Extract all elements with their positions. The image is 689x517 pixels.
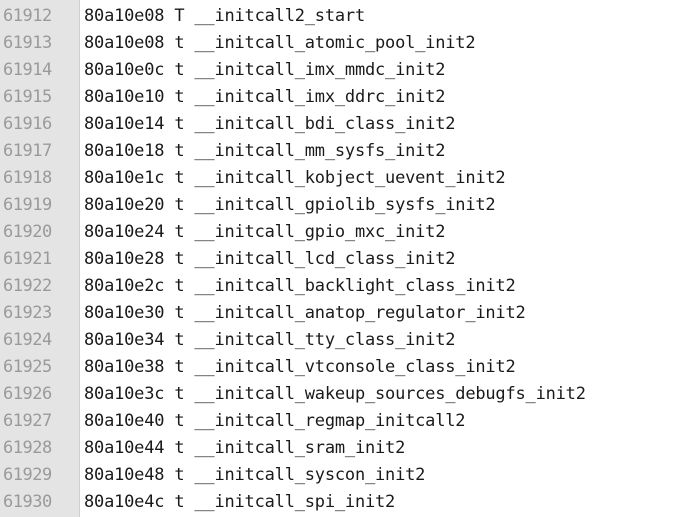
text-line[interactable]: 80a10e20 t __initcall_gpiolib_sysfs_init…	[84, 195, 496, 215]
line-number: 61926	[3, 384, 52, 404]
line-number-gutter: 61912 61913 61914 61915 61916 61917 6191…	[0, 0, 80, 517]
text-line[interactable]: 80a10e3c t __initcall_wakeup_sources_deb…	[84, 384, 586, 404]
line-number: 61927	[3, 411, 52, 431]
text-line[interactable]: 80a10e30 t __initcall_anatop_regulator_i…	[84, 303, 526, 323]
text-line[interactable]: 80a10e18 t __initcall_mm_sysfs_init2	[84, 141, 446, 161]
text-line[interactable]: 80a10e08 T __initcall2_start	[84, 6, 365, 26]
text-line[interactable]: 80a10e0c t __initcall_imx_mmdc_init2	[84, 60, 446, 80]
line-number: 61925	[3, 357, 52, 377]
line-number: 61921	[3, 249, 52, 269]
text-line[interactable]: 80a10e48 t __initcall_syscon_init2	[84, 465, 426, 485]
line-number: 61919	[3, 195, 52, 215]
line-number: 61920	[3, 222, 52, 242]
line-number: 61915	[3, 87, 52, 107]
text-content[interactable]: 80a10e08 T __initcall2_start 80a10e08 t …	[80, 0, 689, 517]
line-number: 61929	[3, 465, 52, 485]
text-line[interactable]: 80a10e24 t __initcall_gpio_mxc_init2	[84, 222, 446, 242]
text-line[interactable]: 80a10e10 t __initcall_imx_ddrc_init2	[84, 87, 446, 107]
text-line[interactable]: 80a10e28 t __initcall_lcd_class_init2	[84, 249, 456, 269]
text-line[interactable]: 80a10e40 t __initcall_regmap_initcall2	[84, 411, 466, 431]
line-number: 61928	[3, 438, 52, 458]
line-number: 61916	[3, 114, 52, 134]
line-number: 61930	[3, 492, 52, 512]
text-line[interactable]: 80a10e08 t __initcall_atomic_pool_init2	[84, 33, 476, 53]
line-number: 61922	[3, 276, 52, 296]
line-number: 61917	[3, 141, 52, 161]
text-line[interactable]: 80a10e34 t __initcall_tty_class_init2	[84, 330, 456, 350]
text-line[interactable]: 80a10e44 t __initcall_sram_init2	[84, 438, 406, 458]
text-line[interactable]: 80a10e4c t __initcall_spi_init2	[84, 492, 396, 512]
text-line[interactable]: 80a10e38 t __initcall_vtconsole_class_in…	[84, 357, 516, 377]
line-number: 61923	[3, 303, 52, 323]
text-line[interactable]: 80a10e1c t __initcall_kobject_uevent_ini…	[84, 168, 506, 188]
line-number: 61912	[3, 6, 52, 26]
line-number: 61918	[3, 168, 52, 188]
line-number: 61913	[3, 33, 52, 53]
line-number: 61924	[3, 330, 52, 350]
text-line[interactable]: 80a10e2c t __initcall_backlight_class_in…	[84, 276, 516, 296]
text-line[interactable]: 80a10e14 t __initcall_bdi_class_init2	[84, 114, 456, 134]
line-number: 61914	[3, 60, 52, 80]
